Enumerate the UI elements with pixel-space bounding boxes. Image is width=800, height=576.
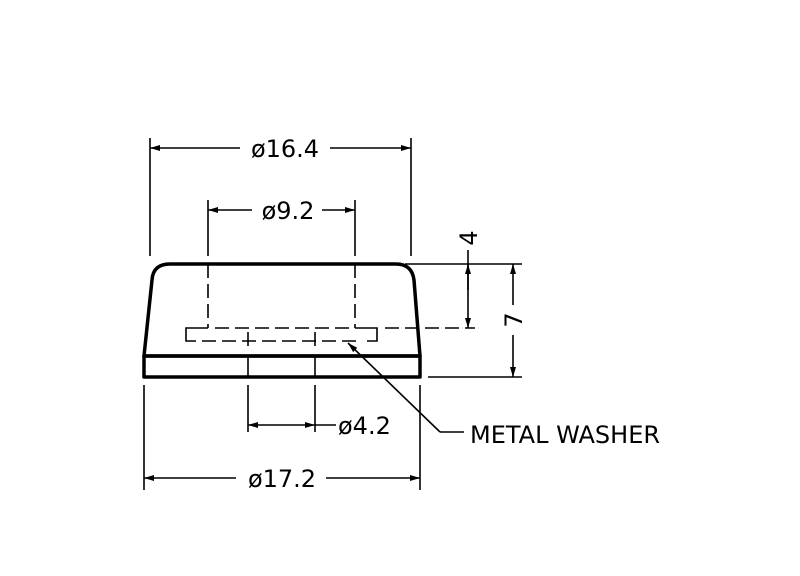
bumper-base [142,354,422,379]
dim-label-base-diameter: ø17.2 [248,465,316,493]
dim-label-top-diameter: ø16.4 [251,135,319,163]
dim-label-total-height: 7 [500,312,528,327]
hidden-washer-outline [185,327,208,342]
bumper-body-outline [142,262,422,358]
washer-leader-arrow [347,342,441,433]
dim-label-washer-depth: 4 [455,230,483,245]
hidden-washer-outline-right [355,327,378,342]
callout-metal-washer: METAL WASHER [470,421,660,449]
dim-label-center-hole-diameter: ø4.2 [338,412,391,440]
dim-label-hole-diameter: ø9.2 [262,197,315,225]
